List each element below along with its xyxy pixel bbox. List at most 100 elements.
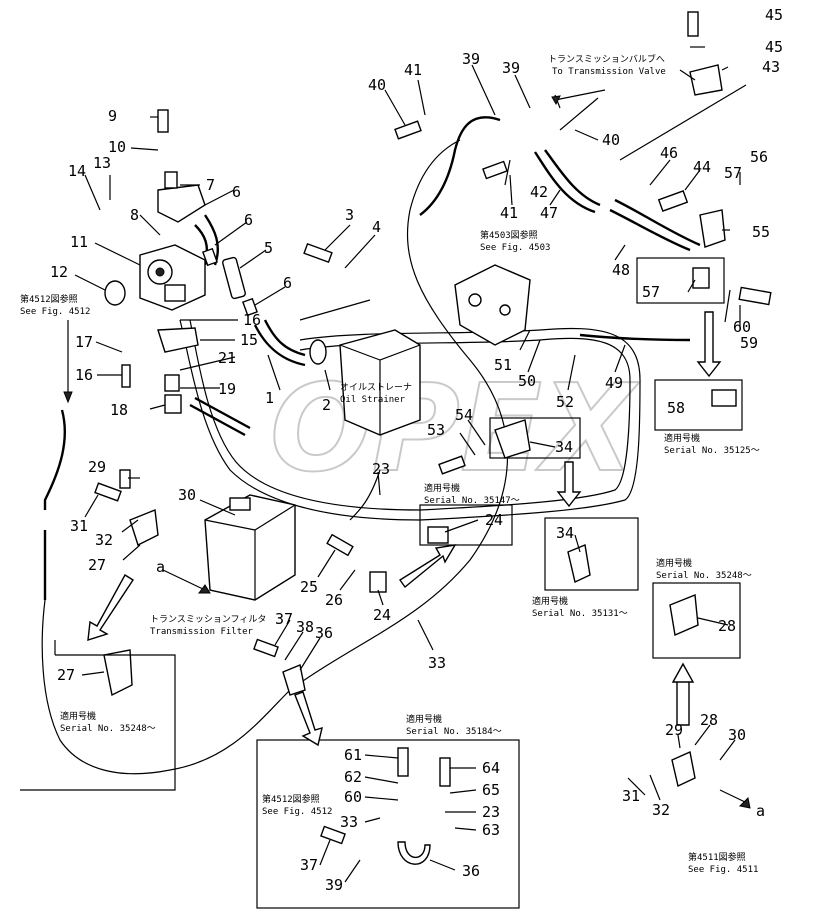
see-4512-jp: 第4512図参照 [20,293,78,305]
inset-see-4512-jp: 第4512図参照 [262,793,320,805]
label-31a: 31 [70,517,88,535]
to-trans-valve-jp: トランスミッションバルブへ [548,53,665,65]
label-7: 6 [232,183,241,201]
serial-jp-35125: 適用号機 [664,432,700,444]
label-6b: 6 [283,274,292,292]
label-56: 57 [724,164,742,182]
label-33a: 33 [428,654,446,672]
label-35b: 36 [462,862,480,880]
to-trans-valve-en: To Transmission Valve [552,67,666,77]
label-13: 12 [50,263,68,281]
bolt [157,109,169,133]
label-39a: 39 [502,59,520,77]
oil-strainer-en: Oil Strainer [340,395,406,405]
label-11: 10 [108,138,126,156]
serial-jp-35248-right: 適用号機 [656,557,692,569]
trans-filter-jp: トランスミッションフィルタ [150,614,266,625]
label-23a: 23 [372,460,390,478]
arrow-up-24 [398,544,457,589]
label-50: 51 [494,356,512,374]
label-14: 13 [93,154,111,172]
serial-jp-35147: 適用号機 [424,482,460,494]
label-28a: 28 [718,617,736,635]
label-40b: 41 [500,204,518,222]
serial-35147: Serial No. 35147～ [424,496,520,506]
hose-lines [41,116,701,775]
label-27b: 27 [57,666,75,684]
arrow-label-a-left: a [156,558,165,576]
label-38: 39 [462,50,480,68]
parts [94,11,772,865]
serial-35131: Serial No. 35131～ [532,609,628,619]
label-61: 61 [344,746,362,764]
oil-strainer [339,329,421,436]
oil-strainer-jp: オイルストレーナ [340,382,412,393]
label-63: 63 [482,821,500,839]
serial-35248-left: Serial No. 35248～ [60,724,156,734]
see-4511-jp: 第4511図参照 [688,851,746,863]
arrows [63,89,751,809]
label-46: 47 [540,204,558,222]
label-10: 9 [108,107,117,125]
label-55: 56 [750,148,768,166]
label-31b: 31 [622,787,640,805]
label-24a: 24 [485,511,503,529]
label-43: 44 [693,158,711,176]
serial-35248-right: Serial No. 35248～ [656,571,752,581]
flange [157,327,199,353]
label-30b: 30 [728,726,746,744]
label-12: 11 [70,233,88,251]
label-1: 1 [265,389,274,407]
serial-35184: Serial No. 35184～ [406,727,502,737]
inset-frames [20,257,743,909]
plug [164,171,178,189]
arrow-down-57 [696,311,722,378]
arrow-down-34 [556,461,582,508]
serial-jp-35184: 適用号機 [406,713,442,725]
label-30a: 30 [178,486,196,504]
transmission-filter [204,494,296,601]
trans-filter-en: Transmission Filter [150,627,254,637]
arrow-down-35 [294,691,323,747]
label-45a: 45 [765,38,783,56]
label-37b: 39 [325,876,343,894]
elbow-block [157,184,206,223]
o-ring [104,280,126,306]
label-41b: 42 [530,183,548,201]
label-27a: 27 [88,556,106,574]
label-33b: 33 [340,813,358,831]
label-52: 53 [427,421,445,439]
label-57b: 58 [667,399,685,417]
label-32a: 32 [95,531,113,549]
label-8: 7 [206,176,215,194]
label-54: 55 [752,223,770,241]
label-45b: 46 [660,144,678,162]
label-59: 60 [733,318,751,336]
label-21: 18 [110,401,128,419]
leader-lines [74,46,747,883]
serial-jp-35248-left: 適用号機 [60,710,96,722]
see-4503-jp: 第4503図参照 [480,229,538,241]
label-37a: 38 [296,618,314,636]
label-28b: 28 [700,711,718,729]
label-60: 60 [344,788,362,806]
label-35a: 36 [315,624,333,642]
label-9: 8 [130,206,139,224]
label-6a: 6 [244,211,253,229]
hose-5 [222,256,246,300]
label-2: 2 [322,396,331,414]
label-17: 16 [243,311,261,329]
inset-serial-35248-right [652,582,741,659]
label-5: 5 [264,239,273,257]
label-41a: 41 [404,61,422,79]
label-25: 25 [300,578,318,596]
transmission-valve [454,264,531,346]
label-34b: 34 [556,524,574,542]
label-26: 26 [325,591,343,609]
serial-35125: Serial No. 35125～ [664,446,760,456]
label-49: 50 [518,372,536,390]
pump-body [139,244,206,311]
label-51: 52 [556,393,574,411]
label-16: 15 [240,331,258,349]
label-36b: 37 [300,856,318,874]
